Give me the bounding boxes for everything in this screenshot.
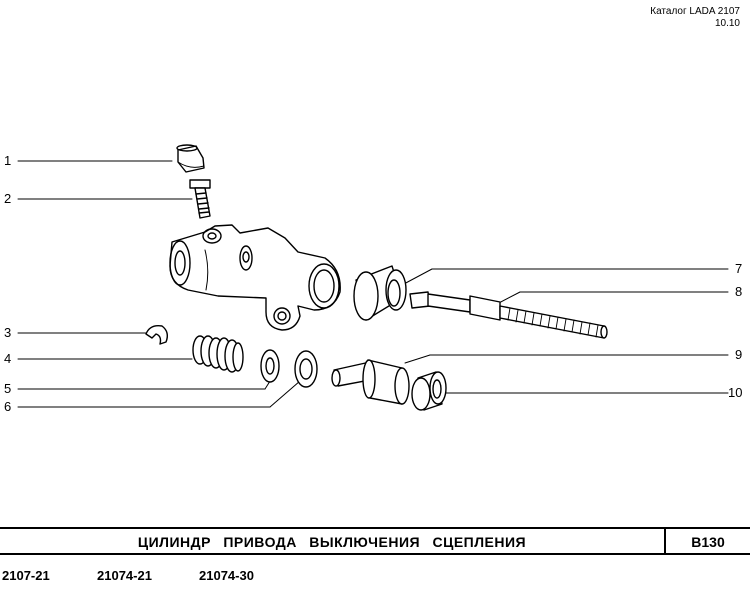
exploded-view-diagram	[17, 144, 729, 411]
callout-9: 9	[735, 347, 743, 362]
model-code: 2107-21	[2, 568, 50, 583]
callout-10: 10	[728, 385, 743, 400]
section-code: B130	[691, 534, 725, 550]
part-2-bleeder-screw	[189, 179, 211, 219]
title-divider	[664, 529, 666, 553]
part-3-retaining-clip	[145, 324, 169, 345]
callout-7: 7	[735, 261, 743, 276]
part-7-boot	[353, 265, 407, 321]
part-8-push-rod	[409, 291, 608, 339]
callout-3: 3	[4, 325, 12, 340]
callout-4: 4	[4, 351, 12, 366]
callout-6: 6	[4, 399, 12, 414]
part-10-piston-cup	[411, 371, 447, 411]
catalog-title: Каталог LADA 2107	[650, 6, 740, 17]
part-6-seal	[294, 350, 318, 388]
callout-5: 5	[4, 381, 12, 396]
part-4-spring	[192, 335, 244, 373]
callout-2: 2	[4, 191, 12, 206]
part-5-washer	[260, 349, 280, 383]
part-9-piston	[331, 359, 410, 405]
callout-1: 1	[4, 153, 12, 168]
leader-lines	[17, 160, 729, 408]
model-code: 21074-21	[97, 568, 152, 583]
cylinder-body	[169, 224, 341, 331]
catalog-date: 10.10	[714, 18, 740, 29]
title-bar: ЦИЛИНДР ПРИВОДА ВЫКЛЮЧЕНИЯ СЦЕПЛЕНИЯ B13…	[0, 527, 750, 555]
part-1-cap	[176, 144, 205, 173]
assembly-title: ЦИЛИНДР ПРИВОДА ВЫКЛЮЧЕНИЯ СЦЕПЛЕНИЯ	[137, 534, 527, 550]
catalog-header: Каталог LADA 2107 10.10	[650, 6, 740, 30]
callout-8: 8	[735, 284, 743, 299]
model-code: 21074-30	[199, 568, 254, 583]
